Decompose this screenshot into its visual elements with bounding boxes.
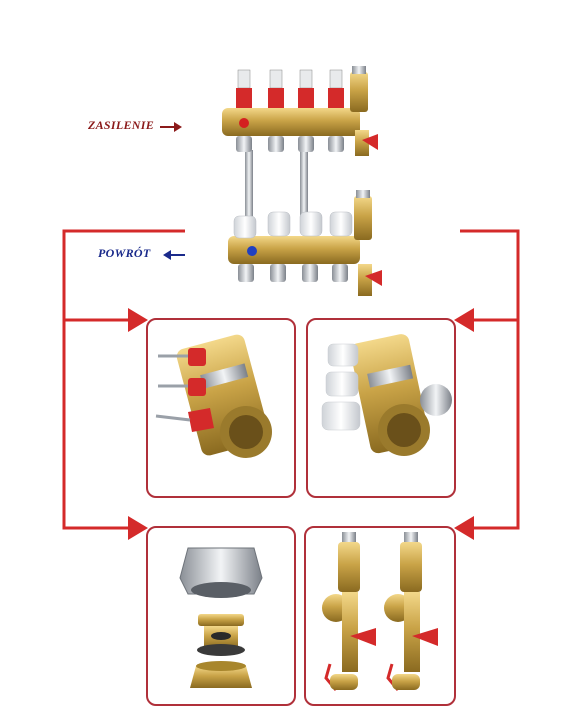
detail-panel-return-end — [306, 318, 456, 498]
arrow-left-bottom — [454, 516, 474, 540]
compression-fitting-image — [179, 547, 263, 688]
arrow-left-top — [454, 308, 474, 332]
return-label: POWRÓT — [98, 246, 151, 260]
detail-panel-supply-end — [146, 318, 296, 498]
return-arrow-icon — [163, 250, 185, 260]
arrow-right-bottom — [128, 516, 148, 540]
vent-valves-image — [322, 532, 438, 691]
detail-panel-valves — [304, 526, 456, 706]
detail-panel-fitting — [146, 526, 296, 706]
return-end-image — [321, 334, 452, 456]
supply-end-image — [155, 334, 272, 458]
supply-arrow-icon — [160, 122, 182, 132]
supply-label: ZASILENIE — [88, 118, 155, 132]
arrow-right-top — [128, 308, 148, 332]
